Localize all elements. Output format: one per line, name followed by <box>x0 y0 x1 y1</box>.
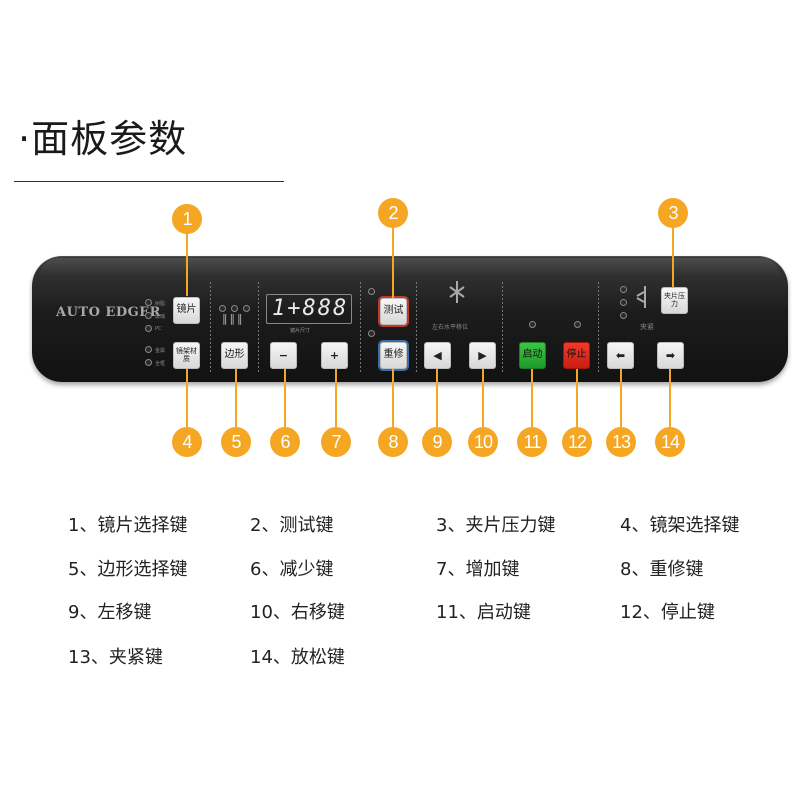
legend-item: 4、镜架选择键 <box>620 515 740 536</box>
plus-button[interactable]: + <box>321 342 348 369</box>
move-right-button[interactable]: ▶ <box>469 342 496 369</box>
bevel-type-icon: ‖‖‖ <box>222 312 245 325</box>
callout-badge: 1 <box>172 204 202 234</box>
panel-divider <box>416 282 417 374</box>
shift-caption: 左右水平移位 <box>432 324 469 331</box>
frame-select-button[interactable]: 镜架材质 <box>173 342 200 369</box>
callout-badge: 4 <box>172 427 202 457</box>
display-caption: 镜片尺寸 <box>290 328 311 334</box>
callout-line <box>669 369 671 427</box>
legend-item: 2、测试键 <box>250 515 334 536</box>
legend-item: 10、右移键 <box>250 602 345 623</box>
callout-badge: 3 <box>658 198 688 228</box>
plus-icon: + <box>329 348 340 362</box>
stop-indicator-led <box>574 321 581 328</box>
callout-badge: 10 <box>468 427 498 457</box>
callout-line <box>620 369 622 427</box>
digital-display: 1+888 <box>266 294 352 324</box>
callout-line <box>235 369 237 427</box>
callout-badge: 12 <box>562 427 592 457</box>
frame-indicator-led <box>145 359 152 366</box>
legend-item: 1、镜片选择键 <box>68 515 188 536</box>
lens-led-label: 树脂 <box>155 301 166 307</box>
callout-line <box>576 369 578 427</box>
shape-indicator-led <box>231 305 238 312</box>
arrow-right-icon: ▶ <box>478 348 487 362</box>
clamp-pressure-button[interactable]: 夹片压力 <box>661 287 688 314</box>
callout-line <box>335 369 337 427</box>
callout-line <box>186 369 188 427</box>
callout-line <box>392 228 394 298</box>
callout-badge: 11 <box>517 427 547 457</box>
callout-badge: 6 <box>270 427 300 457</box>
panel-divider <box>360 282 361 374</box>
panel-highlight <box>40 258 780 276</box>
release-button[interactable]: ➡ <box>657 342 684 369</box>
arrow-left-icon: ◀ <box>433 348 442 362</box>
callout-line <box>436 369 438 427</box>
callout-badge: 14 <box>655 427 685 457</box>
callout-line <box>392 369 394 427</box>
legend-item: 3、夹片压力键 <box>436 515 556 536</box>
legend-item: 13、夹紧键 <box>68 647 163 668</box>
callout-badge: 2 <box>378 198 408 228</box>
shape-indicator-led <box>243 305 250 312</box>
clamp-button[interactable]: ⬅ <box>607 342 634 369</box>
callout-badge: 13 <box>606 427 636 457</box>
frame-indicator-led <box>145 346 152 353</box>
legend-item: 6、减少键 <box>250 559 334 580</box>
pressure-indicator-led <box>620 286 627 293</box>
panel-divider <box>598 282 599 374</box>
horizontal-shift-icon <box>449 281 465 303</box>
minus-button[interactable]: − <box>270 342 297 369</box>
minus-icon: − <box>278 348 289 362</box>
clamp-caption: 夹紧 <box>640 323 654 331</box>
callout-line <box>482 369 484 427</box>
lens-select-button[interactable]: 镜片 <box>173 297 200 324</box>
pressure-indicator-led <box>620 299 627 306</box>
title-underline <box>14 181 284 182</box>
page-title: ·面板参数 <box>18 117 188 161</box>
panel-divider <box>502 282 503 374</box>
retouch-button[interactable]: 重修 <box>380 342 407 369</box>
legend-item: 9、左移键 <box>68 602 152 623</box>
test-button[interactable]: 测试 <box>380 298 407 325</box>
lens-led-label: PC <box>155 326 162 332</box>
test-indicator-led <box>368 288 375 295</box>
callout-badge: 8 <box>378 427 408 457</box>
legend-item: 7、增加键 <box>436 559 520 580</box>
lens-led-label: 玻璃 <box>155 314 166 320</box>
frame-led-label: 金属 <box>155 348 166 354</box>
arrow-left-bold-icon: ⬅ <box>615 348 626 362</box>
arrow-right-bold-icon: ➡ <box>665 348 676 362</box>
callout-line <box>284 369 286 427</box>
shape-indicator-led <box>219 305 226 312</box>
shape-select-button[interactable]: 边形 <box>221 342 248 369</box>
start-button[interactable]: 启动 <box>519 342 546 369</box>
lens-indicator-led <box>145 325 152 332</box>
panel-divider <box>210 282 211 374</box>
legend-item: 11、启动键 <box>436 602 531 623</box>
legend-item: 12、停止键 <box>620 602 715 623</box>
legend-item: 8、重修键 <box>620 559 704 580</box>
move-left-button[interactable]: ◀ <box>424 342 451 369</box>
callout-badge: 7 <box>321 427 351 457</box>
retouch-indicator-led <box>368 330 375 337</box>
frame-led-label: 全框 <box>155 361 166 367</box>
lens-indicator-led <box>145 299 152 306</box>
callout-line <box>186 232 188 296</box>
pressure-indicator-led <box>620 312 627 319</box>
callout-badge: 5 <box>221 427 251 457</box>
callout-line <box>531 369 533 427</box>
panel-divider <box>258 282 259 374</box>
callout-line <box>672 228 674 288</box>
legend-item: 14、放松键 <box>250 647 345 668</box>
brand-logo: AUTO EDGER <box>56 305 161 320</box>
clamp-icon <box>636 286 646 308</box>
lens-indicator-led <box>145 312 152 319</box>
stop-button[interactable]: 停止 <box>563 342 590 369</box>
callout-badge: 9 <box>422 427 452 457</box>
legend-item: 5、边形选择键 <box>68 559 188 580</box>
start-indicator-led <box>529 321 536 328</box>
